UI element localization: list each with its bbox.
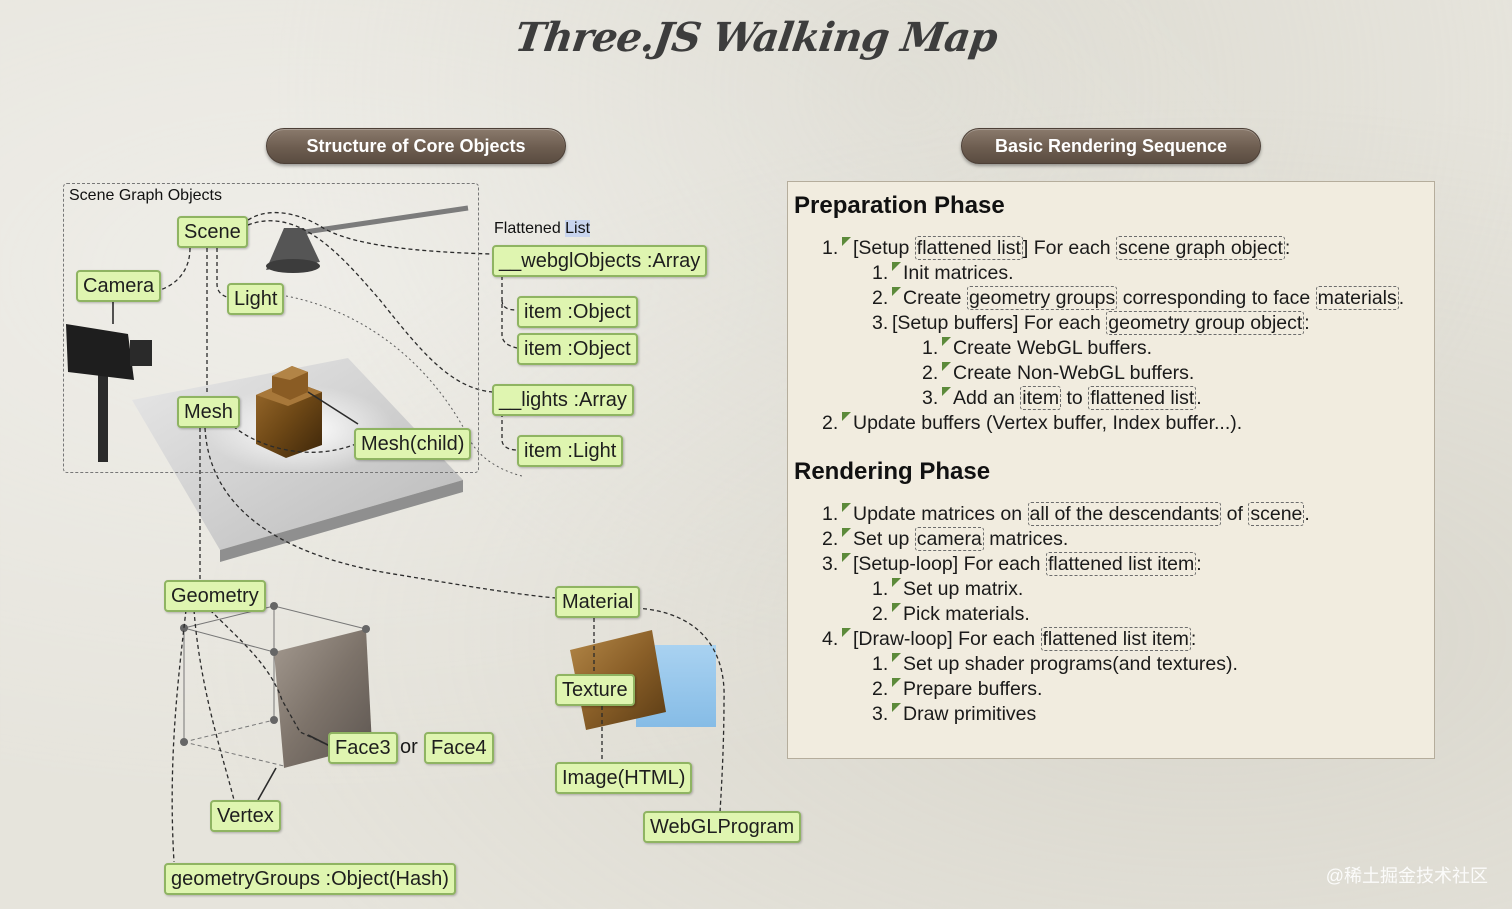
node-scene: Scene bbox=[177, 216, 248, 248]
list-item: 3.Add an item to flattened list. bbox=[922, 386, 1202, 410]
step-marker-icon bbox=[842, 237, 851, 246]
node-face4: Face4 bbox=[424, 732, 494, 764]
node-image-html: Image(HTML) bbox=[555, 762, 693, 794]
structure-header: Structure of Core Objects bbox=[266, 128, 566, 164]
step-marker-icon bbox=[892, 703, 901, 712]
watermark: @稀土掘金技术社区 bbox=[1325, 866, 1488, 886]
camera-body bbox=[66, 324, 134, 380]
step-marker-icon bbox=[892, 287, 901, 296]
step-marker-icon bbox=[842, 528, 851, 537]
list-item: 4.[Draw-loop] For each flattened list it… bbox=[822, 627, 1197, 651]
node-webgl-program: WebGLProgram bbox=[643, 811, 802, 843]
rendering-phase-title: Rendering Phase bbox=[794, 458, 991, 485]
scene-graph-label: Scene Graph Objects bbox=[69, 187, 222, 204]
preparation-phase-title: Preparation Phase bbox=[794, 192, 1005, 219]
preparation-list: 1.[Setup flattened list] For each scene … bbox=[794, 236, 1428, 436]
step-marker-icon bbox=[892, 578, 901, 587]
list-item: 2.Set up camera matrices. bbox=[822, 527, 1069, 551]
node-item-light: item :Light bbox=[517, 435, 624, 467]
list-item: 3.[Setup-loop] For each flattened list i… bbox=[822, 552, 1202, 576]
node-geometry-groups: geometryGroups :Object(Hash) bbox=[164, 863, 456, 895]
list-item: 2.Pick materials. bbox=[872, 603, 1030, 625]
node-item-object-2: item :Object bbox=[517, 333, 638, 365]
list-item: 2.Create Non-WebGL buffers. bbox=[922, 362, 1195, 384]
step-marker-icon bbox=[842, 503, 851, 512]
node-item-object-1: item :Object bbox=[517, 296, 638, 328]
list-item: 1.Set up shader programs(and textures). bbox=[872, 653, 1238, 675]
list-item: 2.Prepare buffers. bbox=[872, 678, 1043, 700]
node-face3: Face3 bbox=[328, 732, 398, 764]
node-texture: Texture bbox=[555, 674, 635, 706]
step-marker-icon bbox=[842, 628, 851, 637]
list-item: 1.[Setup flattened list] For each scene … bbox=[822, 236, 1291, 260]
list-item: 1.Init matrices. bbox=[872, 262, 1014, 284]
list-item: 3.[Setup buffers] For each geometry grou… bbox=[872, 311, 1310, 335]
node-light: Light bbox=[227, 283, 285, 315]
list-item: 1.Set up matrix. bbox=[872, 578, 1024, 600]
node-webgl-objects: __webglObjects :Array bbox=[492, 245, 708, 277]
step-marker-icon bbox=[942, 387, 951, 396]
node-material: Material bbox=[555, 586, 641, 618]
list-item: 2.Update buffers (Vertex buffer, Index b… bbox=[822, 412, 1243, 434]
step-marker-icon bbox=[892, 653, 901, 662]
scene-graph-box bbox=[63, 183, 479, 473]
spot-lamp bbox=[266, 228, 320, 270]
node-vertex: Vertex bbox=[210, 800, 281, 832]
flattened-list-label: Flattened List bbox=[494, 220, 591, 237]
step-marker-icon bbox=[892, 262, 901, 271]
node-lights-array: __lights :Array bbox=[492, 384, 634, 416]
step-marker-icon bbox=[892, 603, 901, 612]
step-marker-icon bbox=[842, 553, 851, 562]
list-item: 3.Draw primitives bbox=[872, 703, 1037, 725]
step-marker-icon bbox=[842, 412, 851, 421]
step-marker-icon bbox=[942, 337, 951, 346]
rendering-list: 1.Update matrices on all of the descenda… bbox=[794, 502, 1428, 727]
step-marker-icon bbox=[942, 362, 951, 371]
list-item: 2.Create geometry groups corresponding t… bbox=[872, 286, 1405, 310]
or-label: or bbox=[400, 736, 418, 758]
list-item: 1.Create WebGL buffers. bbox=[922, 337, 1153, 359]
rendering-sequence-panel: Preparation Phase 1.[Setup flattened lis… bbox=[787, 181, 1435, 759]
node-geometry: Geometry bbox=[164, 580, 266, 612]
node-mesh: Mesh bbox=[177, 396, 240, 428]
step-marker-icon bbox=[892, 678, 901, 687]
list-item: 1.Update matrices on all of the descenda… bbox=[822, 502, 1310, 526]
sequence-header: Basic Rendering Sequence bbox=[961, 128, 1261, 164]
node-camera: Camera bbox=[76, 270, 162, 302]
node-mesh-child: Mesh(child) bbox=[354, 428, 472, 460]
